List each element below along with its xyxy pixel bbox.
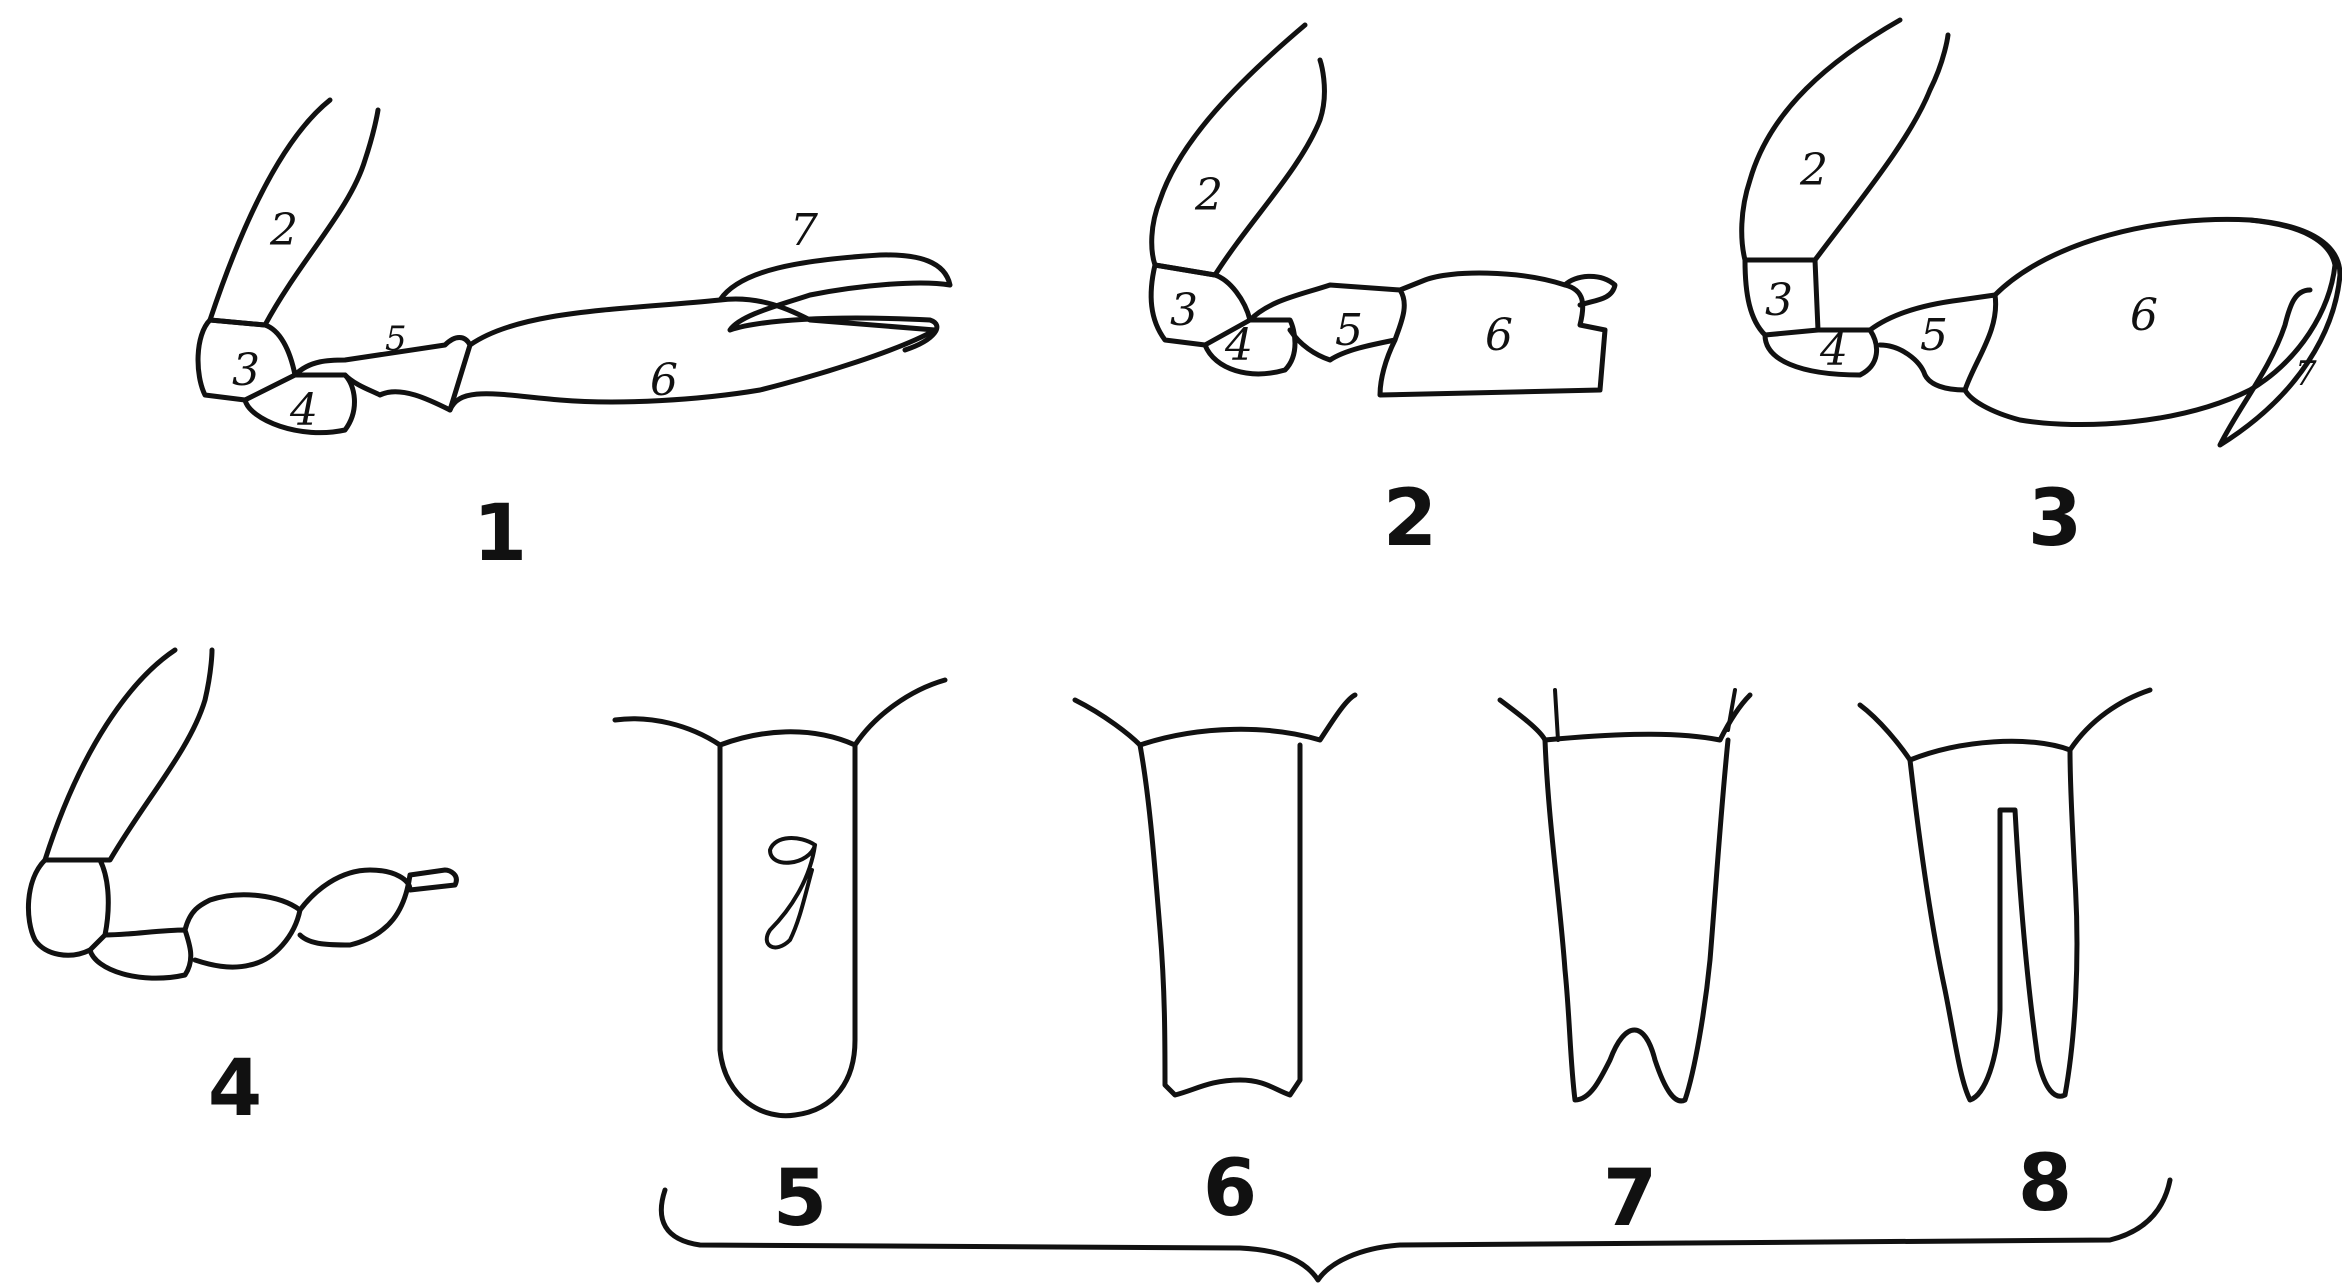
figure-2-segment-5: 5: [1335, 305, 1363, 356]
figure-1: 2 3 4 5 6 7 1: [198, 100, 950, 579]
figure-2-segment-2: 2: [1194, 170, 1223, 221]
figure-4: 4: [28, 650, 456, 1134]
figure-3-segment-5: 5: [1920, 310, 1948, 361]
figure-1-segment-2: 2: [269, 205, 298, 256]
figure-6: 6: [1075, 695, 1355, 1234]
figure-2: 2 3 4 5 6 2: [1151, 25, 1615, 564]
figure-7: 7: [1500, 690, 1750, 1244]
figure-4-outline: [28, 650, 456, 978]
figure-8-number: 8: [2018, 1139, 2072, 1229]
figure-5: 5: [615, 680, 945, 1244]
figure-7-outline: [1500, 690, 1750, 1101]
figure-1-segment-6: 6: [650, 355, 678, 406]
figure-2-segment-3: 3: [1170, 285, 1198, 336]
figure-1-segment-3: 3: [232, 345, 260, 396]
figure-3-number: 3: [2028, 474, 2082, 564]
figure-1-segment-5: 5: [385, 319, 407, 359]
figure-7-number: 7: [1603, 1154, 1657, 1244]
grouping-brace: [661, 1180, 2170, 1280]
figure-5-number: 5: [773, 1154, 827, 1244]
figure-1-segment-7: 7: [790, 205, 818, 256]
figure-3-segment-4: 4: [1819, 325, 1848, 376]
figure-2-segment-6: 6: [1485, 310, 1513, 361]
figure-1-outline: [198, 100, 950, 433]
figure-6-outline: [1075, 695, 1355, 1095]
figure-1-number: 1: [473, 489, 527, 579]
figure-3-segment-6: 6: [2130, 290, 2158, 341]
figure-5-outline: [615, 680, 945, 1116]
figure-2-segment-4: 4: [1224, 320, 1253, 371]
figure-8: 8: [1860, 690, 2150, 1229]
figure-4-number: 4: [208, 1044, 262, 1134]
figure-2-number: 2: [1383, 474, 1437, 564]
figure-3: 2 3 4 5 6 7 3: [1742, 20, 2340, 564]
figure-8-outline: [1860, 690, 2150, 1100]
figure-3-outline: [1742, 20, 2340, 445]
figure-3-segment-3: 3: [1765, 275, 1793, 326]
figure-1-segment-4: 4: [289, 385, 318, 436]
figure-3-segment-2: 2: [1799, 145, 1828, 196]
figure-6-number: 6: [1203, 1144, 1257, 1234]
figure-3-segment-7: 7: [2295, 354, 2317, 394]
